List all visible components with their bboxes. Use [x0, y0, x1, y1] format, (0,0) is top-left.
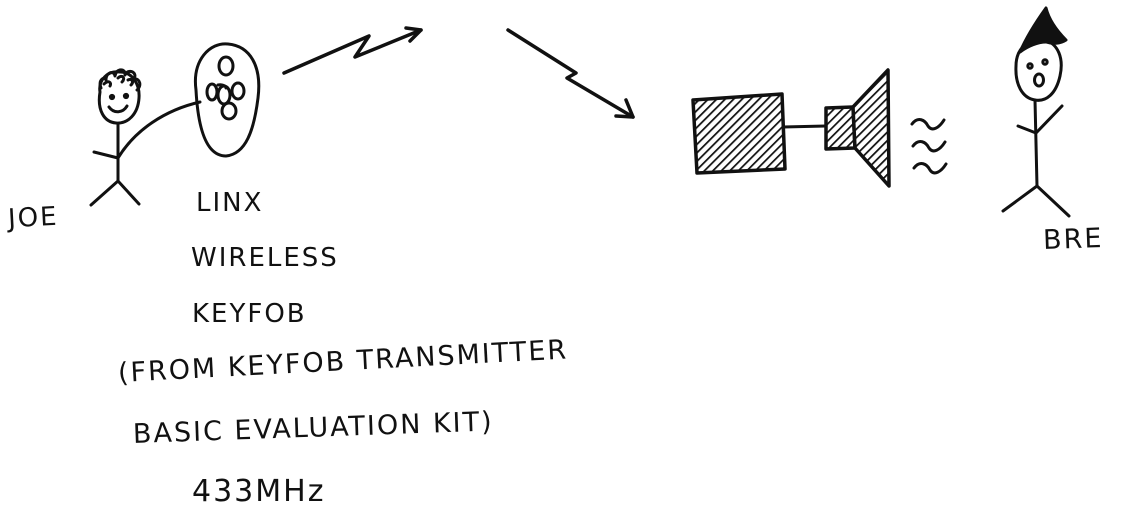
sound-waves-icon: [910, 118, 948, 175]
person-right-label: BRE: [1042, 222, 1104, 257]
lightning-signal-out-icon: [282, 26, 423, 75]
person-left-label: JOE: [7, 201, 60, 235]
device-label-line2: WIRELESS: [191, 243, 339, 273]
speaker-icon: [824, 68, 891, 188]
stick-figure-bre-icon: [1001, 6, 1071, 218]
device-label-line3: KEYFOB: [192, 299, 307, 329]
lightning-signal-in-icon: [506, 28, 635, 119]
keyfob-remote-icon: [193, 42, 261, 158]
stick-figure-joe-icon: [89, 68, 202, 207]
frequency-label: 433MHz: [192, 474, 326, 509]
speaker-wire: [782, 124, 827, 129]
device-label-line1: LINX: [196, 188, 264, 218]
receiver-box-icon: [691, 92, 787, 175]
